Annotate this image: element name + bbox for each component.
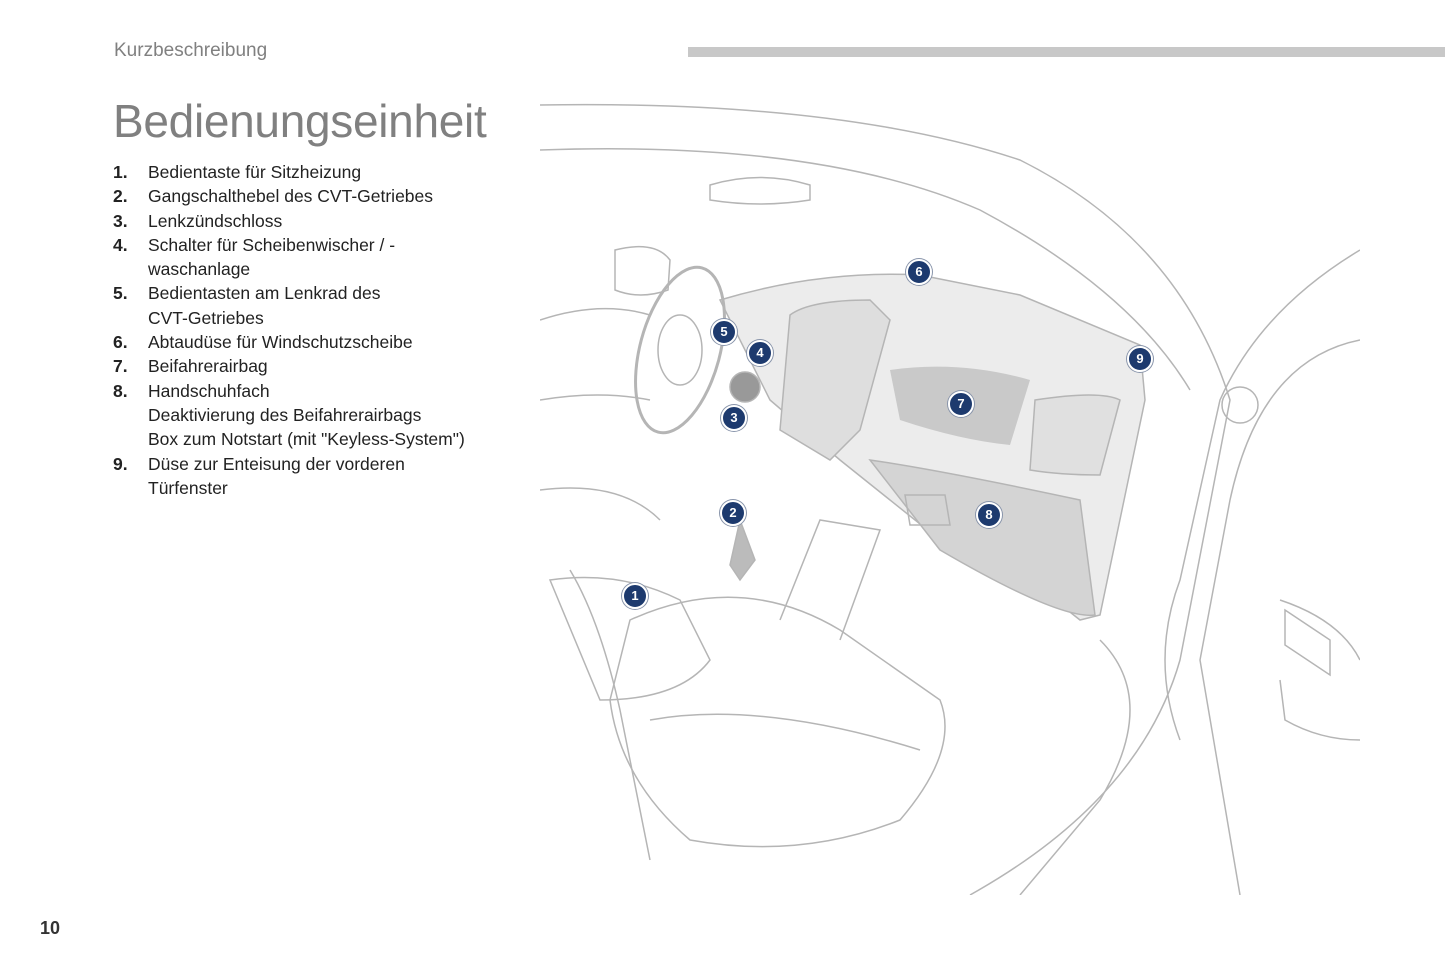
legend-item: 6. Abtaudüse für Windschutzscheibe — [113, 330, 465, 354]
legend-line: CVT-Getriebes — [148, 307, 264, 328]
legend-line: Beifahrerairbag — [148, 356, 268, 377]
callout-badge-5: 5 — [711, 319, 737, 345]
legend-item: 7. Beifahrerairbag — [113, 354, 465, 378]
legend-line: Schalter für Scheibenwischer / - — [148, 234, 396, 255]
callout-badge-7: 7 — [948, 391, 974, 417]
legend-item: 1. Bedientaste für Sitzheizung — [113, 160, 465, 184]
legend-item-text: Beifahrerairbag — [148, 354, 268, 378]
page-title: Bedienungseinheit — [113, 95, 487, 147]
legend-item-text: Lenkzündschloss — [148, 209, 282, 233]
legend-line: Lenkzündschloss — [148, 210, 283, 231]
callout-badge-9: 9 — [1127, 346, 1153, 372]
legend-item-text: Abtaudüse für Windschutzscheibe — [148, 330, 413, 354]
legend-item-number: 5. — [113, 283, 128, 304]
legend-item: 4. Schalter für Scheibenwischer / - wascha… — [113, 233, 465, 282]
legend-item: 2. Gangschalthebel des CVT-Getriebes — [113, 184, 465, 208]
legend-item-number: 2. — [113, 186, 128, 207]
legend-item-number: 3. — [113, 210, 128, 231]
callout-badge-4: 4 — [747, 340, 773, 366]
legend-line: Gangschalthebel des CVT-Getriebes — [148, 186, 434, 207]
legend-line: waschanlage — [148, 259, 251, 280]
car-interior-illustration — [540, 103, 1360, 895]
callout-badge-6: 6 — [906, 259, 932, 285]
callout-badge-2: 2 — [720, 500, 746, 526]
legend-line: Handschuhfach — [148, 380, 270, 401]
callout-badge-3: 3 — [721, 405, 747, 431]
page-number: 10 — [40, 918, 61, 938]
header-bar — [688, 47, 1445, 57]
legend-item-text: Bedientaste für Sitzheizung — [148, 160, 361, 184]
legend-item-text: Schalter für Scheibenwischer / - waschanl… — [148, 233, 395, 282]
legend-line: Türfenster — [148, 477, 228, 498]
legend-item-number: 8. — [113, 380, 128, 401]
legend-item-number: 1. — [113, 162, 128, 182]
legend-list: 1. Bedientaste für Sitzheizung 2. Gangschal… — [113, 160, 465, 500]
legend-line: Düse zur Enteisung der vorderen — [148, 453, 405, 474]
legend-item: 3. Lenkzündschloss — [113, 209, 465, 233]
legend-item-number: 9. — [113, 453, 128, 474]
callout-badge-1: 1 — [622, 583, 648, 609]
legend-line: Box zum Notstart (mit "Keyless-System") — [148, 429, 465, 450]
legend-item-number: 4. — [113, 234, 128, 255]
legend-item-number: 7. — [113, 356, 128, 377]
legend-line: Abtaudüse für Windschutzscheibe — [148, 332, 413, 353]
legend-line: Bedientasten am Lenkrad des — [148, 283, 381, 304]
legend-line: Bedientaste für Sitzheizung — [148, 162, 362, 182]
section-header: Kurzbeschreibung — [114, 40, 268, 61]
callout-badge-8: 8 — [976, 502, 1002, 528]
legend-item-number: 6. — [113, 332, 128, 353]
legend-item-text: Gangschalthebel des CVT-Getriebes — [148, 184, 433, 208]
legend-line: Deaktivierung des Beifahrerairbags — [148, 404, 422, 425]
